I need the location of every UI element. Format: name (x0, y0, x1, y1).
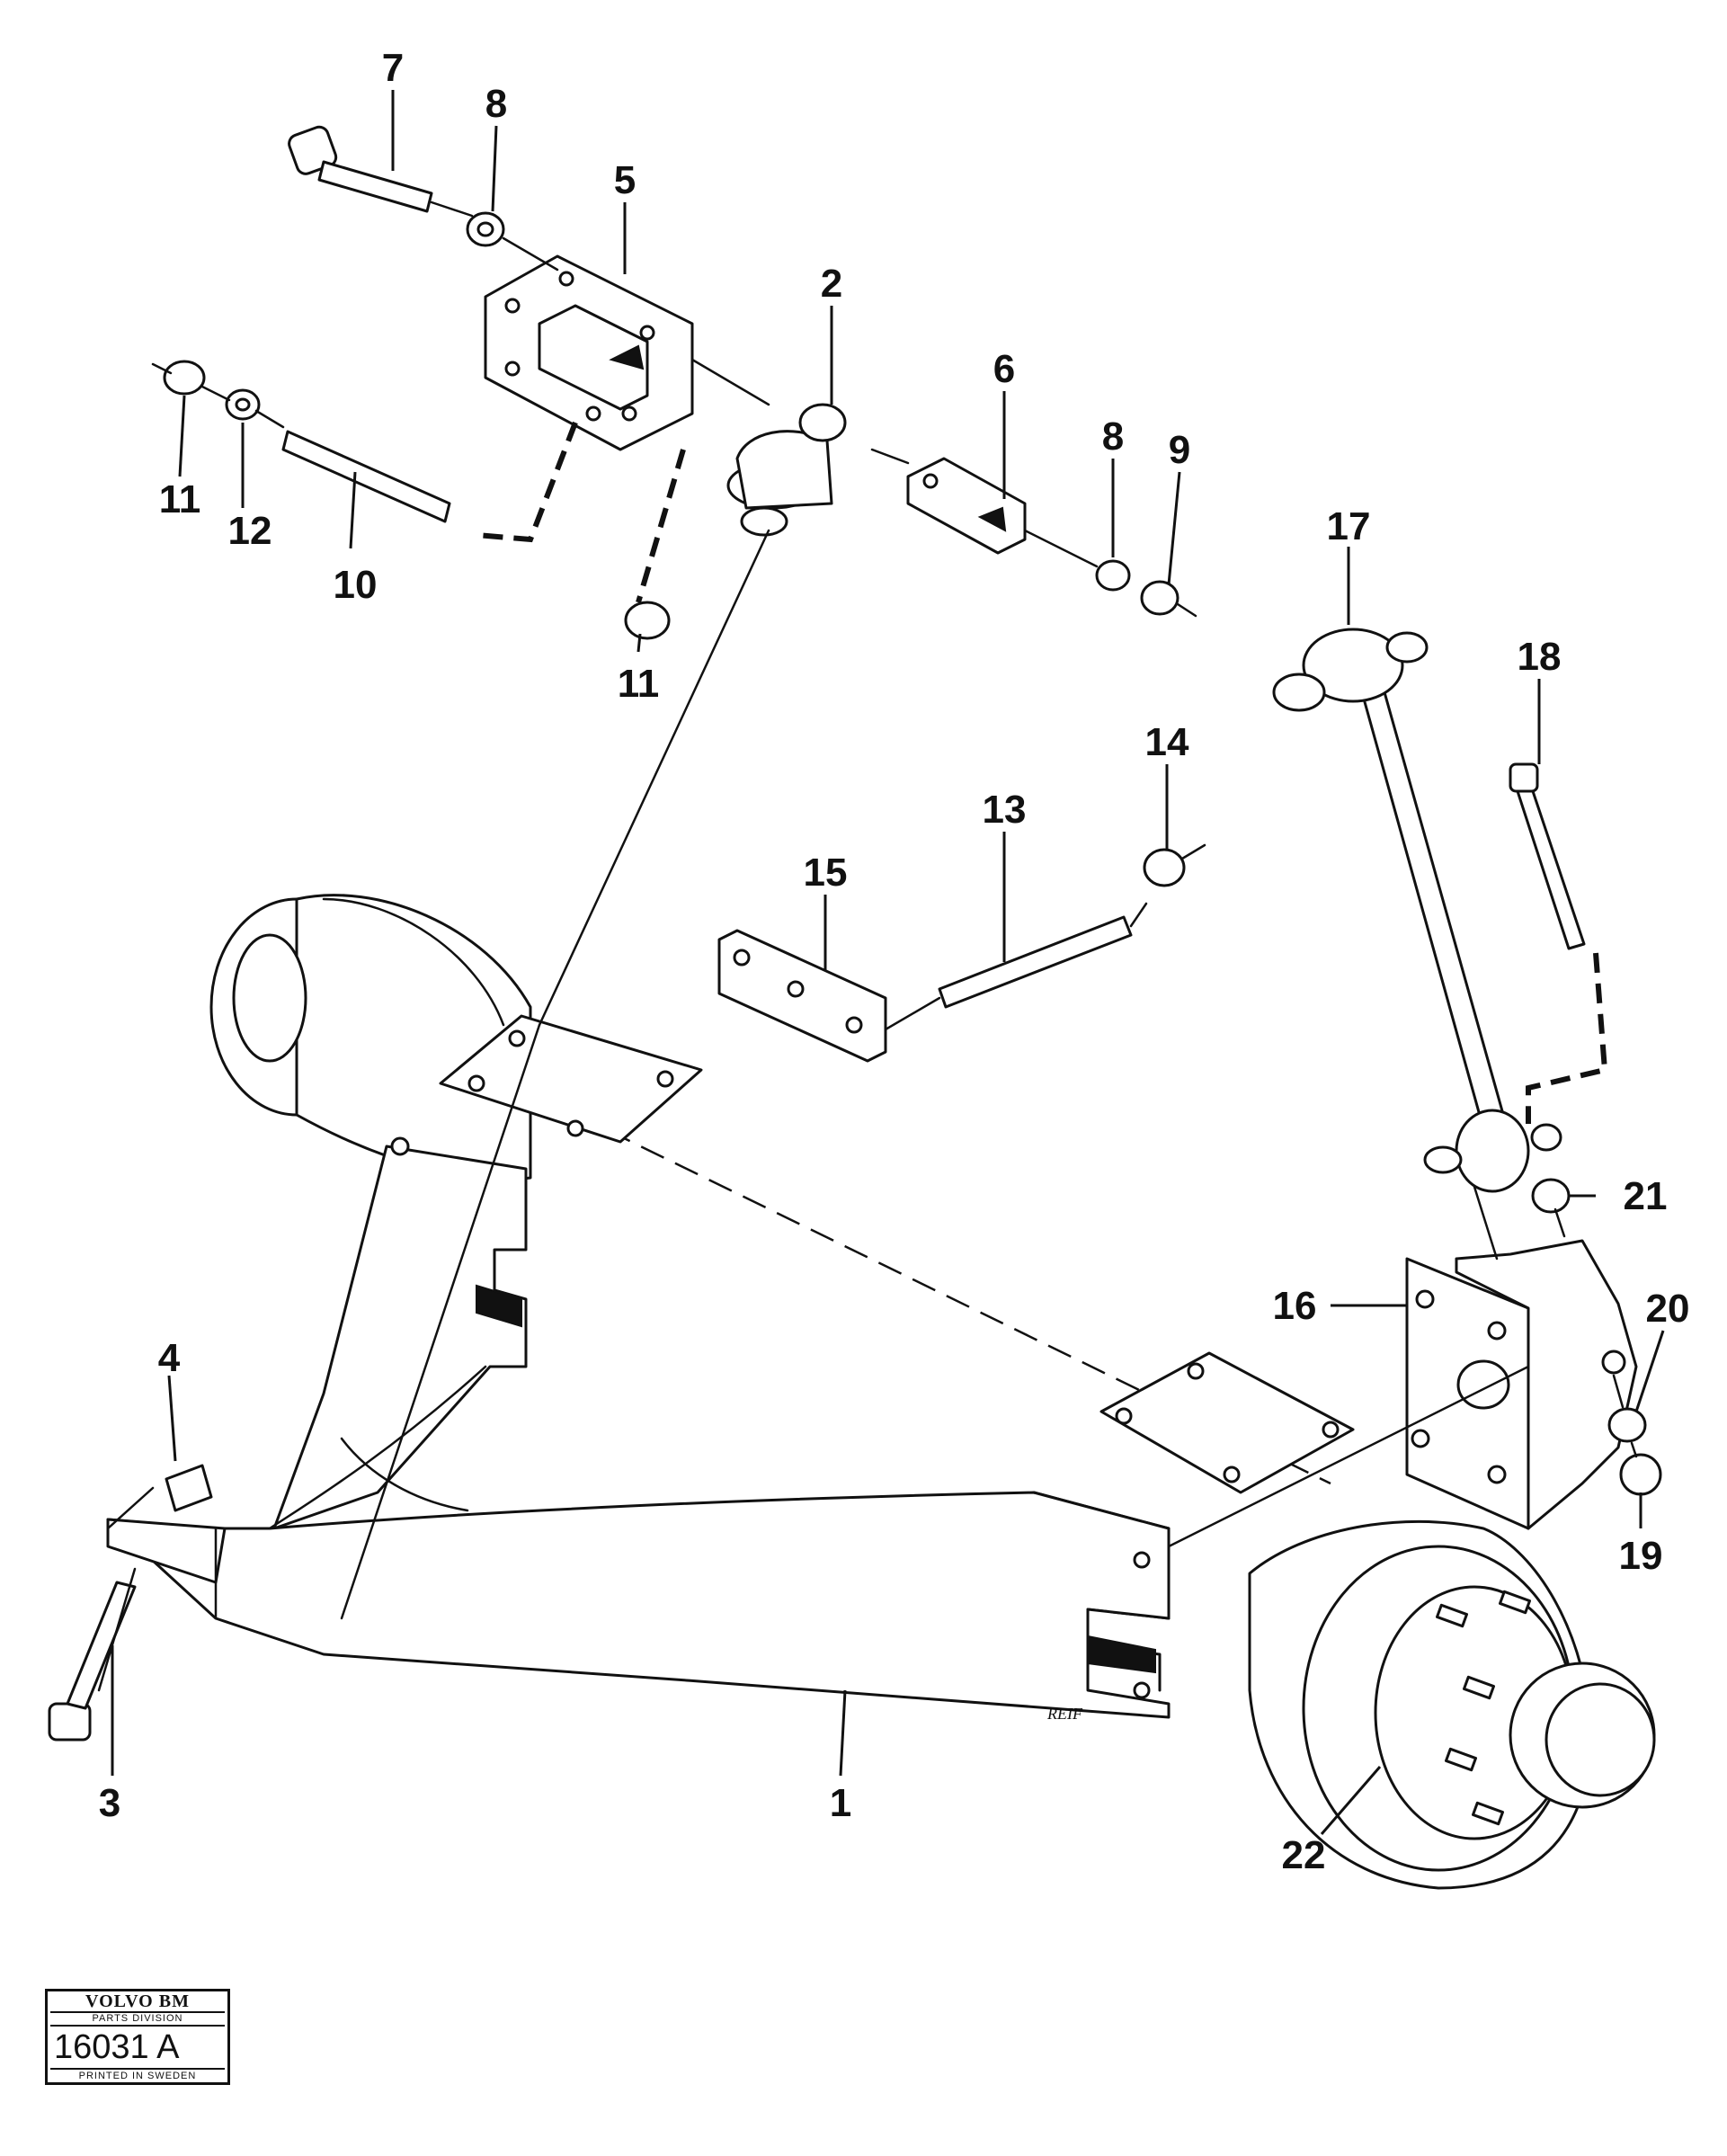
nut-4 (165, 1464, 213, 1512)
stamp-number: 16031 A (50, 2027, 225, 2070)
parts-division-stamp: VOLVO BM PARTS DIVISION 16031 A PRINTED … (45, 1989, 230, 2085)
artist-signature: REIF (1046, 1705, 1083, 1723)
bracket-6 (906, 457, 1027, 555)
wheel-studs (1436, 1590, 1531, 1826)
callout-17: 17 (1327, 504, 1371, 548)
callout-18: 18 (1518, 635, 1562, 679)
callout-2: 2 (821, 262, 842, 306)
callout-20: 20 (1646, 1287, 1690, 1331)
spacer-15 (717, 929, 887, 1063)
stamp-printed: PRINTED IN SWEDEN (78, 2071, 197, 2081)
washer-12 (225, 388, 261, 421)
assembly-lines (97, 200, 1638, 1692)
brake-drum-right (1248, 1519, 1656, 1890)
callout-6: 6 (993, 347, 1015, 391)
callout-4: 4 (158, 1336, 181, 1380)
callout-1: 1 (830, 1781, 851, 1825)
callout-7: 7 (382, 46, 404, 90)
callout-8: 8 (485, 82, 507, 126)
nut-11-bottom (624, 601, 671, 640)
axle-spring-pad-left (439, 1014, 703, 1144)
nut-19 (1619, 1453, 1662, 1496)
a-frame (106, 1136, 1171, 1719)
stamp-division: PARTS DIVISION (50, 2013, 225, 2027)
washer-21 (1531, 1178, 1571, 1214)
bolt-7 (288, 125, 433, 213)
nut-14 (1143, 848, 1186, 887)
bolt-3 (48, 1581, 137, 1742)
nut-9 (1140, 580, 1180, 616)
callout-11: 11 (618, 662, 660, 706)
stud-10 (281, 430, 451, 523)
callout-19: 19 (1619, 1534, 1663, 1578)
bolt-18 (1509, 762, 1586, 950)
callout-13: 13 (983, 788, 1027, 832)
stamp-brand: VOLVO BM (50, 1991, 225, 2013)
callout-11: 11 (159, 477, 201, 521)
callouts: 7 8 5 2 6 8 9 11 12 10 11 17 18 14 13 15… (99, 46, 1690, 1877)
nut-11-left (163, 360, 206, 396)
callout-14: 14 (1145, 720, 1189, 764)
bracket-5 (484, 254, 694, 451)
bracket (1405, 1239, 1638, 1530)
callout-15: 15 (804, 851, 848, 895)
callout-16: 16 (1273, 1284, 1317, 1328)
callout-22: 22 (1282, 1833, 1326, 1877)
callout-8: 8 (1102, 414, 1124, 459)
callout-3: 3 (99, 1781, 120, 1825)
stud-13 (938, 915, 1133, 1009)
callout-10: 10 (334, 563, 378, 607)
callout-5: 5 (614, 158, 636, 202)
axle-spring-pad-right (1099, 1351, 1355, 1494)
leader-lines (111, 90, 1665, 1835)
rubber-mounting (340, 403, 847, 1620)
reaction-rod (1272, 628, 1562, 1193)
callout-21: 21 (1624, 1174, 1668, 1218)
callout-12: 12 (228, 509, 272, 553)
washer-8-top (466, 211, 505, 247)
brake-drum-left (209, 894, 532, 1181)
washer-20 (1607, 1407, 1647, 1443)
washer-8-right (1095, 559, 1131, 592)
callout-9: 9 (1169, 428, 1190, 472)
